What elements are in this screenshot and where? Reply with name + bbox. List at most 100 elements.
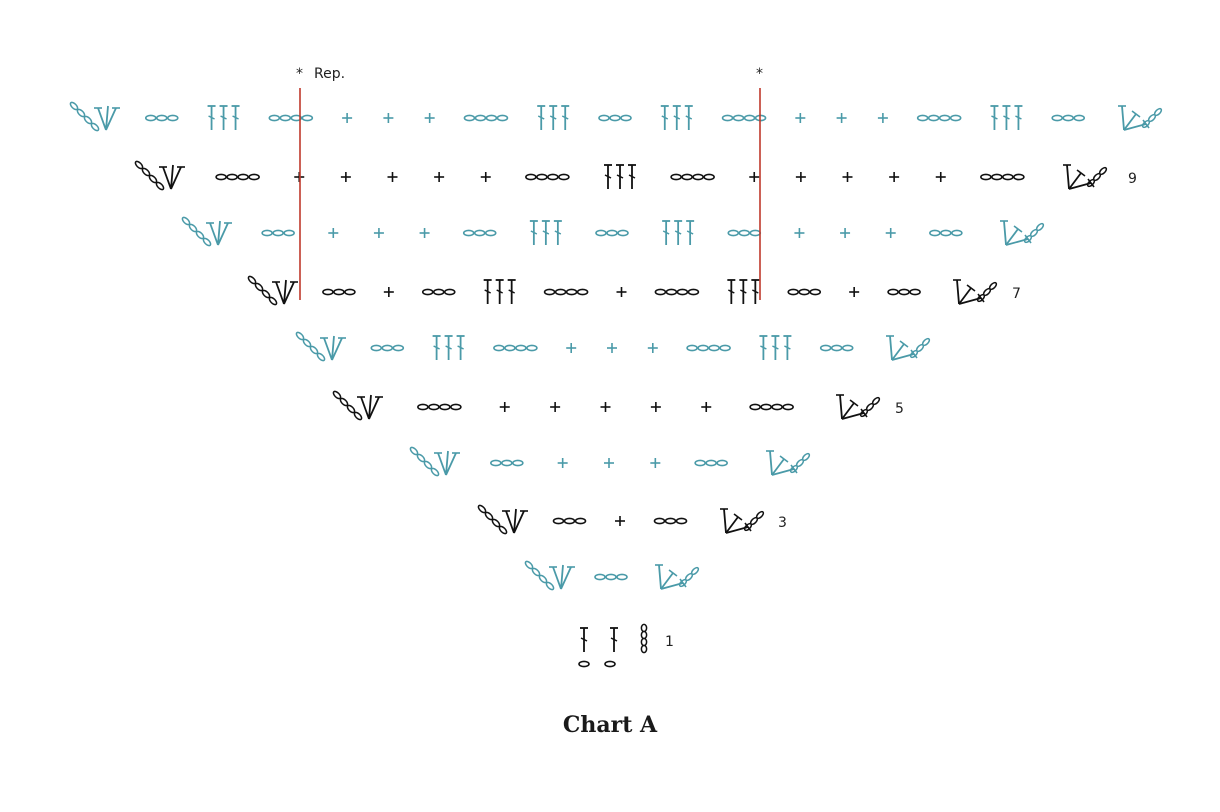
single-crochet-icon [650,402,661,412]
repeat-asterisk-left: * [296,66,303,82]
repeat-label: Rep. [314,66,345,82]
chain-stitch-icon [595,229,607,237]
single-crochet-icon [647,343,658,353]
chain-stitch-icon [887,288,899,296]
chain-stitch-icon [1073,114,1086,122]
single-crochet-icon [840,228,851,238]
single-crochet-icon [877,113,888,123]
double-crochet-icon [444,335,453,360]
single-crochet-icon [836,113,847,123]
chain-stitch-icon [576,288,589,296]
chain-stitch-icon [536,173,548,181]
chain-stitch-icon [496,114,509,122]
double-crochet-icon [537,105,546,130]
single-crochet-icon [616,287,627,297]
double-crochet-icon [549,105,558,130]
chain-stitch-icon [279,114,292,122]
chain-stitch-icon [525,173,537,181]
row-number-label: 5 [895,401,904,417]
chain-stitch-icon [432,288,445,296]
chain-stitch-icon [727,229,740,237]
single-crochet-icon [795,113,806,123]
chain-stitch-icon [640,623,648,654]
chain-stitch-icon [676,288,689,296]
single-crochet-icon [650,458,661,468]
row-number-label: 9 [1128,171,1137,187]
chain-stitch-icon [604,660,616,668]
chain-stitch-icon [261,229,273,237]
single-crochet-icon [885,228,896,238]
chain-stitch-icon [474,114,487,122]
chain-stitch-icon [578,660,590,668]
chain-stitch-icon [322,288,334,296]
chain-stitch-icon [938,114,951,122]
chain-stitch-icon [1062,114,1075,122]
chart-row [69,101,1163,132]
double-crochet-icon [672,105,681,130]
chain-stitch-icon [749,403,761,411]
single-crochet-icon [424,113,435,123]
chain-stitch-icon [443,288,456,296]
chain-stitch-icon [248,173,260,181]
right-edge-fan-icon [655,564,700,590]
chain-stitch-icon [675,517,688,525]
chain-stitch-icon [144,114,157,122]
chart-row [524,560,700,591]
right-edge-fan-icon [1000,220,1045,246]
right-edge-fan-icon [1063,164,1108,190]
double-crochet-icon [483,279,492,304]
chain-stitch-icon [166,114,179,122]
single-crochet-icon [842,172,853,182]
single-crochet-icon [935,172,946,182]
chain-stitch-icon [665,288,678,296]
chart-row: 7 [247,275,1021,306]
chain-stitch-icon [771,403,783,411]
chain-stitch-icon [526,344,538,352]
chain-stitch-icon [686,344,698,352]
chain-stitch-icon [664,517,677,525]
chain-stitch-icon [290,114,303,122]
chain-stitch-icon [951,229,963,237]
right-edge-fan-icon [766,450,811,476]
chain-stitch-icon [929,229,941,237]
double-crochet-icon [674,220,683,245]
chain-stitch-icon [605,573,617,581]
chain-stitch-icon [473,229,486,237]
single-crochet-icon [566,343,577,353]
chain-stitch-icon [215,173,227,181]
double-crochet-icon [495,279,504,304]
chain-stitch-icon [512,459,524,467]
double-crochet-icon [686,220,695,245]
single-crochet-icon [387,172,398,182]
chain-stitch-icon [272,229,284,237]
right-edge-fan-icon [836,394,881,420]
double-crochet-icon [759,335,768,360]
chain-stitch-icon [898,288,910,296]
row-number-label: 7 [1012,286,1021,302]
chain-stitch-icon [681,173,693,181]
left-edge-fan-icon [409,446,460,477]
right-edge-fan-icon [953,279,998,305]
chain-stitch-icon [980,173,992,181]
chain-stitch-icon [421,288,434,296]
chain-stitch-icon [515,344,527,352]
chain-stitch-icon [719,344,731,352]
left-edge-fan-icon [181,216,232,247]
left-edge-fan-icon [524,560,575,591]
chain-stitch-icon [716,459,728,467]
double-crochet-icon [1002,105,1011,130]
single-crochet-icon [889,172,900,182]
chain-stitch-icon [543,288,556,296]
chart-row: 1 [580,623,674,654]
single-crochet-icon [749,172,760,182]
chain-stitch-icon [237,173,249,181]
single-crochet-icon [557,458,568,468]
chain-stitch-icon [620,114,632,122]
chain-stitch-icon [653,517,666,525]
chain-stitch-icon [598,114,610,122]
left-edge-fan-icon [295,331,346,362]
double-crochet-icon [684,105,693,130]
chain-stitch-icon [594,573,606,581]
single-crochet-icon [383,113,394,123]
